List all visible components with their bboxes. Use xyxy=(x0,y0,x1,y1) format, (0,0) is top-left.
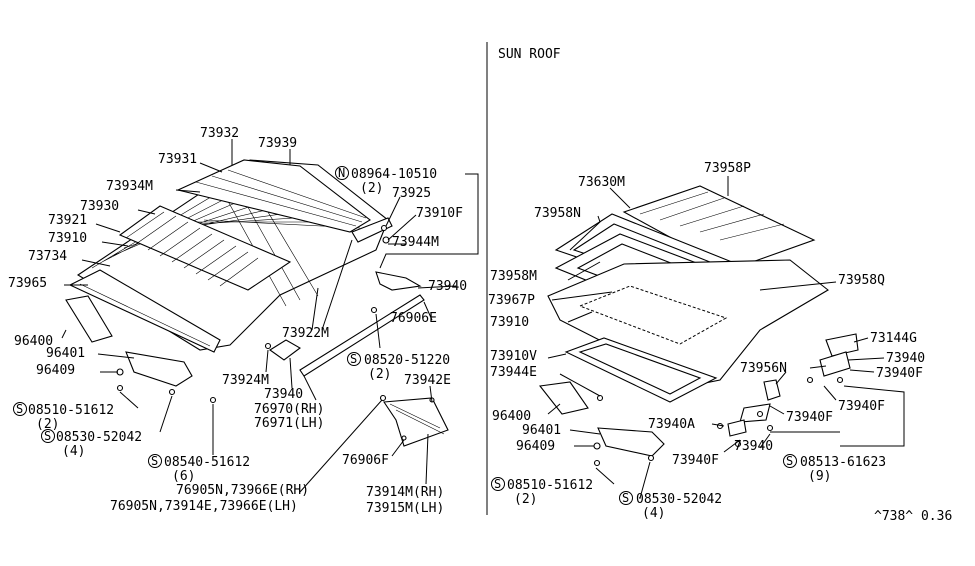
label-08510-qty: (2) xyxy=(36,417,59,432)
label-73940F-a: 73940F xyxy=(876,366,923,381)
label-73922M: 73922M xyxy=(282,326,329,341)
label-73965: 73965 xyxy=(8,276,47,291)
label-73939: 73939 xyxy=(258,136,297,151)
label-08520-51220: 08520-51220 xyxy=(364,353,450,368)
screw-08530: S 08530-52042 (4) xyxy=(41,429,142,459)
label-96409: 96409 xyxy=(36,363,75,378)
label-73958M: 73958M xyxy=(490,269,537,284)
left-leader-lines xyxy=(61,139,479,493)
screw-08520: S 08520-51220 (2) xyxy=(347,352,450,382)
label-73942E: 73942E xyxy=(404,373,451,388)
label-08513-qty: (9) xyxy=(808,469,831,484)
grommet-73944M xyxy=(382,236,390,244)
screw-08510-r: S 08510-51612 (2) xyxy=(491,477,593,507)
label-08513-61623: 08513-61623 xyxy=(800,455,886,470)
roof-panel-assembly xyxy=(68,159,393,353)
footer-code: ^738^ 0.36 xyxy=(874,509,952,524)
screw-08510: S 08510-51612 (2) xyxy=(13,402,114,432)
label-73944M: 73944M xyxy=(392,235,439,250)
label-96401: 96401 xyxy=(46,346,85,361)
label-96401-r: 96401 xyxy=(522,423,561,438)
label-73940-r-a: 73940 xyxy=(886,351,925,366)
sun-visor-left xyxy=(65,295,217,404)
label-08510-51612: 08510-51612 xyxy=(28,403,114,418)
screw-08530-r: S 08530-52042 (4) xyxy=(619,491,722,521)
nut-symbol: N xyxy=(338,166,345,180)
label-73940F-b: 73940F xyxy=(838,399,885,414)
label-76905N-rh: 76905N,73966E(RH) xyxy=(176,483,309,498)
label-73958P: 73958P xyxy=(704,161,751,176)
right-leader-lines xyxy=(547,176,905,499)
label-73956N: 73956N xyxy=(740,361,787,376)
label-08964-qty: (2) xyxy=(360,181,383,196)
label-73940-a: 73940 xyxy=(428,279,467,294)
label-08540-qty: (6) xyxy=(172,469,195,484)
label-08540-51612: 08540-51612 xyxy=(164,455,250,470)
label-73944E: 73944E xyxy=(490,365,537,380)
label-73967P: 73967P xyxy=(488,293,535,308)
label-73940F-d: 73940F xyxy=(672,453,719,468)
label-08530-52042: 08530-52042 xyxy=(56,430,142,445)
label-73734: 73734 xyxy=(28,249,67,264)
label-73932: 73932 xyxy=(200,126,239,141)
screw-symbol: S xyxy=(44,429,51,443)
label-73958Q: 73958Q xyxy=(838,273,885,288)
screw-symbol: S xyxy=(786,454,793,468)
label-73910: 73910 xyxy=(48,231,87,246)
label-73921: 73921 xyxy=(48,213,87,228)
screw-symbol: S xyxy=(16,402,23,416)
label-73940-b: 73940 xyxy=(264,387,303,402)
label-76906E: 76906E xyxy=(390,311,437,326)
label-73910F: 73910F xyxy=(416,206,463,221)
label-73925: 73925 xyxy=(392,186,431,201)
label-73930: 73930 xyxy=(80,199,119,214)
label-08520-qty: (2) xyxy=(368,367,391,382)
label-73940A: 73940A xyxy=(648,417,695,432)
label-96409-r: 96409 xyxy=(516,439,555,454)
label-08964-10510: 08964-10510 xyxy=(351,167,437,182)
screw-symbol: S xyxy=(622,491,629,505)
label-73914M: 73914M(RH) xyxy=(366,485,444,500)
label-76905N-lh: 76905N,73914E,73966E(LH) xyxy=(110,499,298,514)
nut-08964: N 08964-10510 (2) xyxy=(335,166,437,196)
screw-symbol: S xyxy=(350,352,357,366)
label-08510-qty-r: (2) xyxy=(514,492,537,507)
label-08530-qty-r: (4) xyxy=(642,506,665,521)
label-76970: 76970(RH) xyxy=(254,402,324,417)
screw-08513: S 08513-61623 (9) xyxy=(783,454,886,484)
label-73910-r: 73910 xyxy=(490,315,529,330)
label-73940F-c: 73940F xyxy=(786,410,833,425)
label-73630M: 73630M xyxy=(578,175,625,190)
label-73924M: 73924M xyxy=(222,373,269,388)
label-73910V: 73910V xyxy=(490,349,537,364)
label-73931: 73931 xyxy=(158,152,197,167)
label-73958N: 73958N xyxy=(534,206,581,221)
left-callouts: 73932 73939 73931 73934M 73930 73921 739… xyxy=(8,126,467,516)
rear-bracket-left xyxy=(379,394,449,447)
sun-visor-right xyxy=(538,381,665,467)
label-96400: 96400 xyxy=(14,334,53,349)
label-73915M: 73915M(LH) xyxy=(366,501,444,516)
label-76906F: 76906F xyxy=(342,453,389,468)
drip-molding xyxy=(264,271,425,377)
label-08530-52042-r: 08530-52042 xyxy=(636,492,722,507)
screw-08540: S 08540-51612 (6) xyxy=(148,454,250,484)
screw-symbol: S xyxy=(494,477,501,491)
label-73144G: 73144G xyxy=(870,331,917,346)
right-callouts: 73958P 73630M 73958N 73958Q 73958M 73967… xyxy=(488,161,952,524)
section-title: SUN ROOF xyxy=(498,47,561,62)
label-96400-r: 96400 xyxy=(492,409,531,424)
label-73934M: 73934M xyxy=(106,179,153,194)
sunroof-glass-assembly xyxy=(547,185,829,403)
label-08510-51612-r: 08510-51612 xyxy=(507,478,593,493)
screw-symbol: S xyxy=(151,454,158,468)
label-73940-r-b: 73940 xyxy=(734,439,773,454)
clip-73925 xyxy=(380,224,388,232)
label-76971: 76971(LH) xyxy=(254,416,324,431)
label-08530-qty: (4) xyxy=(62,444,85,459)
